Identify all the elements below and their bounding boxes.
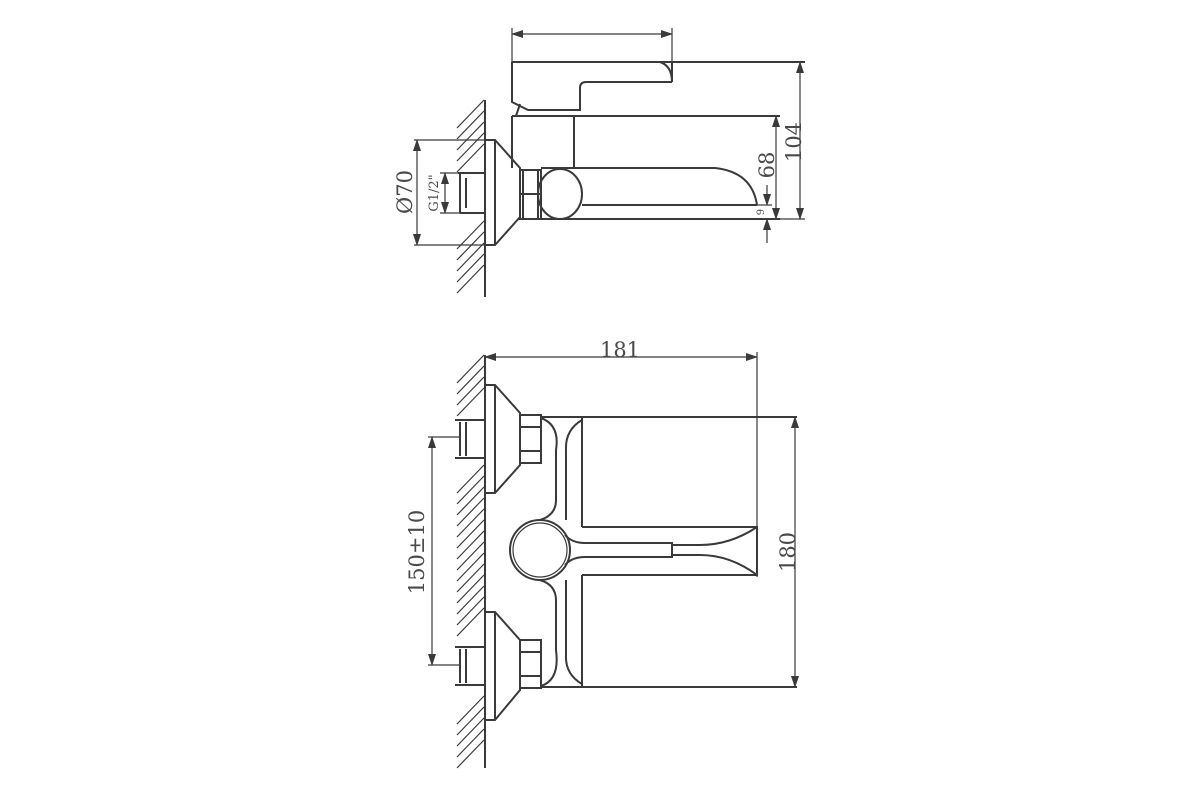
hatch-line (456, 607, 485, 637)
dim-spout-tip: 9 (756, 209, 767, 215)
hatch-line (456, 585, 485, 615)
hatch-line (456, 99, 485, 129)
hatch-line (456, 387, 485, 417)
hatch-line (456, 706, 485, 736)
dim-center-distance: 150±10 (405, 510, 429, 594)
hatch-line (456, 596, 485, 626)
lower-nut (519, 639, 542, 689)
hatch-line (456, 541, 485, 571)
lower-pipe (455, 646, 485, 686)
front-view: 181 180 150±10 (405, 338, 800, 769)
hatch-line (456, 464, 485, 494)
spout (541, 167, 780, 220)
hatch-line (456, 354, 485, 384)
body (511, 115, 780, 168)
hatch-line (456, 475, 485, 505)
dim-thread: G1/2" (427, 174, 442, 211)
body (539, 416, 797, 688)
hatch-line (456, 574, 485, 604)
handle (511, 61, 805, 117)
wall-hatch (456, 99, 485, 294)
hatch-line (456, 376, 485, 406)
hatch-line (456, 132, 485, 162)
upper-pipe (455, 419, 485, 459)
upper-nut (519, 414, 542, 464)
hatch-line (456, 365, 485, 395)
dim-spout-height: 68 (755, 152, 779, 179)
hatch-line (456, 253, 485, 283)
hatch-line (456, 552, 485, 582)
pipe-connector (458, 172, 485, 214)
wall-hatch (456, 354, 485, 769)
dim-height: 180 (776, 532, 800, 572)
dim-diameter: Ø70 (393, 170, 417, 214)
side-view: 104 68 9 Ø70 G1/2" (393, 28, 806, 297)
hatch-line (456, 695, 485, 725)
dim-total-height: 104 (782, 122, 806, 162)
hatch-line (456, 264, 485, 294)
hatch-line (456, 519, 485, 549)
hatch-line (456, 143, 485, 173)
hatch-line (456, 530, 485, 560)
flange (485, 139, 521, 246)
hatch-line (456, 497, 485, 527)
dim-depth: 181 (600, 338, 640, 362)
hatch-line (456, 508, 485, 538)
hatch-line (456, 563, 485, 593)
knob (537, 168, 583, 220)
hatch-line (456, 220, 485, 250)
hatch-line (456, 121, 485, 151)
hatch-line (456, 739, 485, 769)
hatch-line (456, 486, 485, 516)
upper-flange (485, 384, 521, 494)
hatch-line (456, 728, 485, 758)
hatch-line (456, 110, 485, 140)
lower-flange (485, 611, 521, 721)
hatch-line (456, 242, 485, 272)
handle-lever (564, 526, 758, 576)
hatch-line (456, 717, 485, 747)
handle-knob (509, 519, 571, 581)
hatch-line (456, 231, 485, 261)
